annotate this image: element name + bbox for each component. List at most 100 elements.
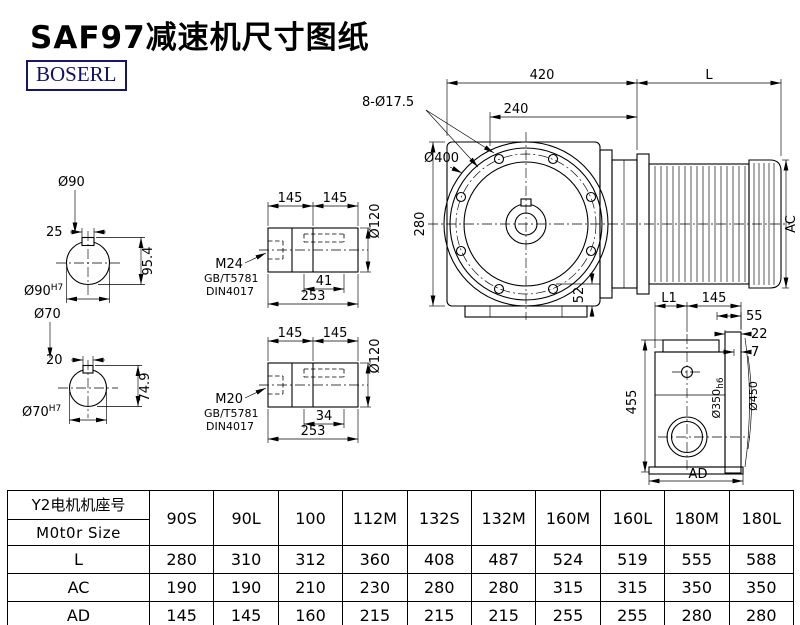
shaft1-key-len: 41 (316, 274, 333, 289)
bore70-label: Ø70H7 (22, 404, 61, 420)
bolt-hole (455, 245, 467, 257)
shaft1-std1: GB/T5781 (204, 272, 259, 285)
value-cell: 255 (535, 601, 601, 625)
height-280: 280 (413, 212, 428, 237)
value-cell: 280 (664, 601, 730, 625)
shaft-hole-detail-70: Ø70 20 74.9 Ø70H7 (22, 307, 153, 424)
row-label-AD: AD (7, 601, 150, 625)
side-55: 55 (746, 309, 763, 324)
value-cell: 555 (664, 545, 730, 574)
value-cell: 350 (664, 573, 730, 602)
dimension-table: Y2电机机座号 M0t0r Size 90S 90L 100 112M 132S… (7, 490, 795, 625)
height-95-4: 95.4 (141, 247, 156, 276)
bore90-label: Ø90H7 (24, 283, 63, 299)
value-cell: 315 (535, 573, 601, 602)
value-cell: 350 (728, 573, 795, 602)
side-height-455: 455 (625, 390, 640, 415)
value-cell: 408 (406, 545, 472, 574)
key-width-90: 25 (46, 225, 63, 240)
spigot-dia-label: Ø350h6 (710, 377, 726, 418)
shaft2-total: 253 (301, 424, 326, 439)
value-cell: 280 (728, 601, 795, 625)
shaft2-seg1: 145 (278, 326, 303, 341)
table-row-L: L 280 310 312 360 408 487 524 519 555 58… (7, 545, 795, 574)
value-cell: 210 (277, 573, 344, 602)
col-header-160m: 160M (535, 490, 601, 546)
shaft1-dia: Ø120 (368, 203, 383, 238)
value-cell: 145 (148, 601, 215, 625)
shaft-hole-detail-90: Ø90 25 95.4 Ø90H7 (24, 175, 156, 303)
value-cell: 310 (213, 545, 279, 574)
shaft1-seg2: 145 (323, 191, 348, 206)
shaft2-key-len: 34 (316, 409, 333, 424)
output-shaft-detail-m20: 145 145 M20 GB/T5781 DIN4017 34 253 (204, 326, 383, 443)
table-header-row: Y2电机机座号 M0t0r Size 90S 90L 100 112M 132S… (7, 490, 795, 546)
value-cell: 190 (213, 573, 279, 602)
bolt-hole (585, 245, 597, 257)
fan-cover (748, 159, 782, 289)
table-row-AD: AD 145 145 160 215 215 215 255 255 280 2… (7, 601, 795, 625)
brand-logo: BOSERL (26, 60, 127, 91)
value-cell: 230 (342, 573, 408, 602)
flange-dia-label: Ø400 (424, 151, 459, 166)
value-cell: 280 (406, 573, 472, 602)
height-74-9: 74.9 (138, 373, 153, 402)
bolt-hole (585, 191, 597, 203)
shaft2-std1: GB/T5781 (204, 407, 259, 420)
output-shaft-detail-m24: 145 145 M24 GB/T5781 DIN4017 41 253 (204, 191, 383, 308)
value-cell: 524 (535, 545, 601, 574)
motor-size-header-en: M0t0r Size (36, 524, 121, 542)
shaft1-total: 253 (301, 289, 326, 304)
motor-dia-AC: AC (784, 215, 799, 233)
value-cell: 160 (277, 601, 344, 625)
foot-52: 52 (572, 287, 587, 304)
side-width-AD: AD (689, 467, 708, 482)
front-view: 420 L 240 8-Ø17.5 Ø400 280 52 AC (362, 68, 799, 320)
key-width-70: 20 (46, 353, 63, 368)
side-145: 145 (702, 291, 727, 306)
value-cell: 145 (213, 601, 279, 625)
dia70-label: Ø70 (34, 307, 61, 322)
side-L1: L1 (661, 291, 677, 306)
col-header-112m: 112M (342, 490, 408, 546)
value-cell: 215 (470, 601, 537, 625)
dia90-label: Ø90 (58, 175, 85, 190)
shaft2-dia: Ø120 (368, 338, 383, 373)
value-cell: 255 (599, 601, 666, 625)
shaft2-std2: DIN4017 (206, 420, 254, 433)
side-foot (648, 466, 744, 475)
thread-m20-label: M20 (215, 392, 243, 407)
value-cell: 519 (599, 545, 666, 574)
technical-drawing: Ø90 25 95.4 Ø90H7 Ø70 (22, 68, 799, 485)
col-header-132m: 132M (470, 490, 537, 546)
value-cell: 190 (148, 573, 215, 602)
col-header-90l: 90L (213, 490, 279, 546)
side-7: 7 (751, 345, 759, 360)
value-cell: 315 (599, 573, 666, 602)
value-cell: 215 (342, 601, 408, 625)
value-cell: 215 (406, 601, 472, 625)
col-header-180m: 180M (664, 490, 730, 546)
motor-length-L: L (705, 68, 713, 83)
value-cell: 312 (277, 545, 344, 574)
front-width-420: 420 (530, 68, 555, 83)
col-header-90s: 90S (148, 490, 215, 546)
side-22: 22 (751, 327, 768, 342)
col-header-132s: 132S (406, 490, 472, 546)
value-cell: 280 (148, 545, 215, 574)
motor-size-header-cn: Y2电机机座号 (8, 491, 149, 520)
motor-size-header: Y2电机机座号 M0t0r Size (7, 490, 150, 546)
bolt-hole (547, 153, 559, 165)
bolt-holes-label: 8-Ø17.5 (362, 95, 414, 110)
col-header-100: 100 (277, 490, 344, 546)
table-row-AC: AC 190 190 210 230 280 280 315 315 350 3… (7, 573, 795, 602)
row-label-L: L (7, 545, 150, 574)
side-flange (724, 331, 742, 474)
flange-dia-450-label: Ø450 (747, 381, 760, 411)
value-cell: 487 (470, 545, 537, 574)
page-title: SAF97减速机尺寸图纸 (30, 20, 370, 56)
value-cell: 588 (728, 545, 795, 574)
shaft2-seg2: 145 (323, 326, 348, 341)
housing-base (464, 305, 588, 318)
